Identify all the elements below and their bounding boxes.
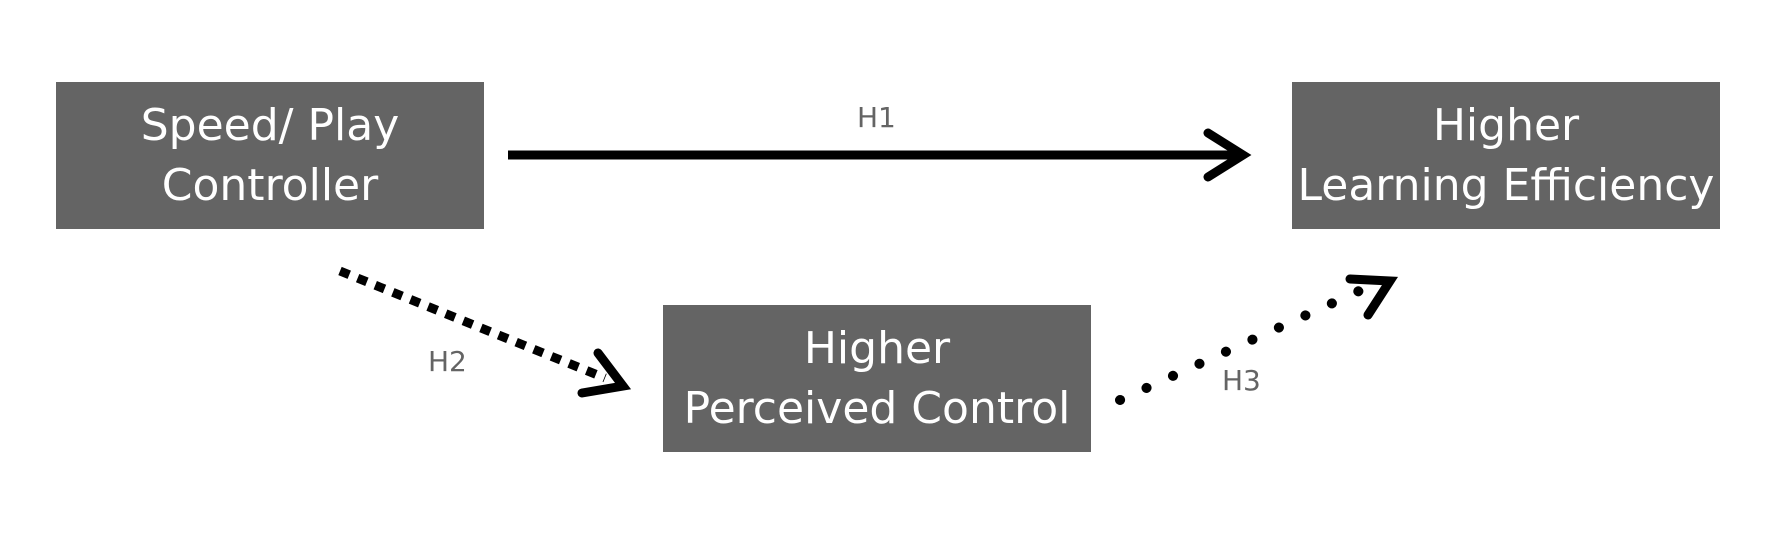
edge-h1-arrow [508, 128, 1252, 182]
node-speed-line1: Speed/ Play [140, 99, 400, 151]
node-learning-line2: Learning Efficiency [1297, 159, 1715, 211]
node-control-line1: Higher [803, 322, 951, 374]
node-speed-play-controller: Speed/ Play Controller [56, 82, 484, 229]
node-higher-learning-efficiency: Higher Learning Efficiency [1292, 82, 1720, 229]
edge-label-h2: H2 [428, 345, 467, 378]
node-speed-line2: Controller [161, 159, 379, 211]
edge-label-h3: H3 [1222, 364, 1261, 397]
edge-label-h1: H1 [857, 101, 896, 134]
node-control-line2: Perceived Control [683, 382, 1071, 434]
edge-h3-arrow [1115, 274, 1399, 405]
edge-h2-arrow [338, 266, 632, 398]
node-higher-perceived-control: Higher Perceived Control [663, 305, 1091, 452]
node-learning-line1: Higher [1432, 99, 1580, 151]
